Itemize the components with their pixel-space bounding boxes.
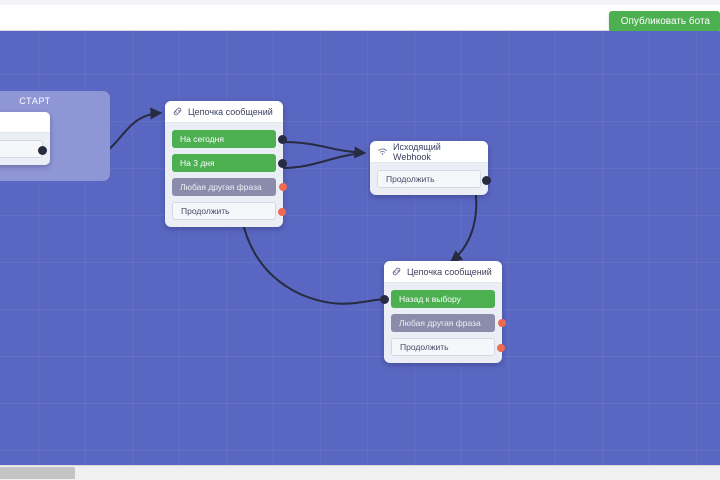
start-continue-button[interactable]: Продолжить (0, 140, 47, 158)
webhook-button-continue[interactable]: Продолжить (377, 170, 491, 188)
node-webhook-title: Исходящий Webhook (393, 141, 441, 162)
chain2-button-any-phrase[interactable]: Любая другая фраза (391, 314, 506, 332)
chain2-button-any-phrase-label: Любая другая фраза (399, 318, 481, 328)
webhook-continue-out-connector[interactable] (482, 176, 491, 185)
webhook-button-continue-label: Продолжить (386, 174, 435, 184)
start-continue-out-connector[interactable] (38, 146, 47, 155)
chain1-any-phrase-out-connector[interactable] (279, 183, 287, 191)
node-chain-2[interactable]: Цепочка сообщений Назад к выбору Любая д… (380, 261, 506, 363)
chain2-back-in-connector[interactable] (380, 295, 389, 304)
start-group-label: СТАРТ (19, 96, 51, 106)
node-start-card[interactable]: Старт Продолжить (0, 112, 50, 165)
flow-canvas[interactable]: СТАРТ Старт Продолжить (0, 31, 720, 465)
edge-webhook-to-chain2 (450, 185, 478, 263)
chain2-button-back-to-choice-label: Назад к выбору (399, 294, 461, 304)
chain1-button-today-label: На сегодня (180, 134, 224, 144)
edge-chain1-3days-to-webhook (281, 152, 365, 169)
chain2-button-back-to-choice[interactable]: Назад к выбору (380, 290, 495, 308)
node-start-body: Продолжить (0, 133, 50, 158)
horizontal-scrollbar[interactable] (0, 465, 720, 480)
chain1-button-continue[interactable]: Продолжить (172, 202, 286, 220)
chain2-button-continue[interactable]: Продолжить (391, 338, 505, 356)
link-icon (172, 106, 183, 117)
chain1-today-out-connector[interactable] (278, 135, 287, 144)
node-chain-1-header: Цепочка сообщений (165, 101, 283, 123)
node-chain-1[interactable]: Цепочка сообщений На сегодня На 3 дня Лю… (165, 101, 287, 227)
node-start-header: Старт (0, 112, 50, 133)
chain2-any-phrase-out-connector[interactable] (498, 319, 506, 327)
node-start-group[interactable]: СТАРТ Старт Продолжить (0, 91, 110, 181)
chain1-continue-out-connector[interactable] (278, 208, 286, 216)
chain1-button-3days-label: На 3 дня (180, 158, 215, 168)
node-chain-2-body: Назад к выбору Любая другая фраза Продол… (380, 283, 506, 356)
node-webhook-header: Исходящий Webhook (370, 141, 488, 163)
window-top-strip (0, 0, 720, 5)
edge-chain1-today-to-webhook (281, 141, 367, 159)
link-icon (391, 266, 402, 277)
top-toolbar: Опубликовать бота (0, 5, 720, 32)
node-chain-1-title: Цепочка сообщений (188, 106, 273, 117)
chain1-button-continue-label: Продолжить (181, 206, 230, 216)
node-webhook[interactable]: Исходящий Webhook Продолжить (370, 141, 491, 195)
chain1-button-any-phrase-label: Любая другая фраза (180, 182, 262, 192)
chain1-button-3days[interactable]: На 3 дня (172, 154, 287, 172)
chain1-button-today[interactable]: На сегодня (172, 130, 287, 148)
node-webhook-body: Продолжить (370, 163, 491, 188)
node-chain-2-header: Цепочка сообщений (384, 261, 502, 283)
chain2-continue-out-connector[interactable] (497, 344, 505, 352)
chain2-button-continue-label: Продолжить (400, 342, 449, 352)
node-chain-2-title: Цепочка сообщений (407, 266, 492, 277)
chain1-3days-out-connector[interactable] (278, 159, 287, 168)
node-chain-1-body: На сегодня На 3 дня Любая другая фраза П… (165, 123, 287, 220)
chain1-button-any-phrase[interactable]: Любая другая фраза (172, 178, 287, 196)
horizontal-scrollbar-thumb[interactable] (0, 467, 75, 479)
wifi-icon (377, 146, 388, 157)
publish-bot-button[interactable]: Опубликовать бота (608, 11, 720, 32)
